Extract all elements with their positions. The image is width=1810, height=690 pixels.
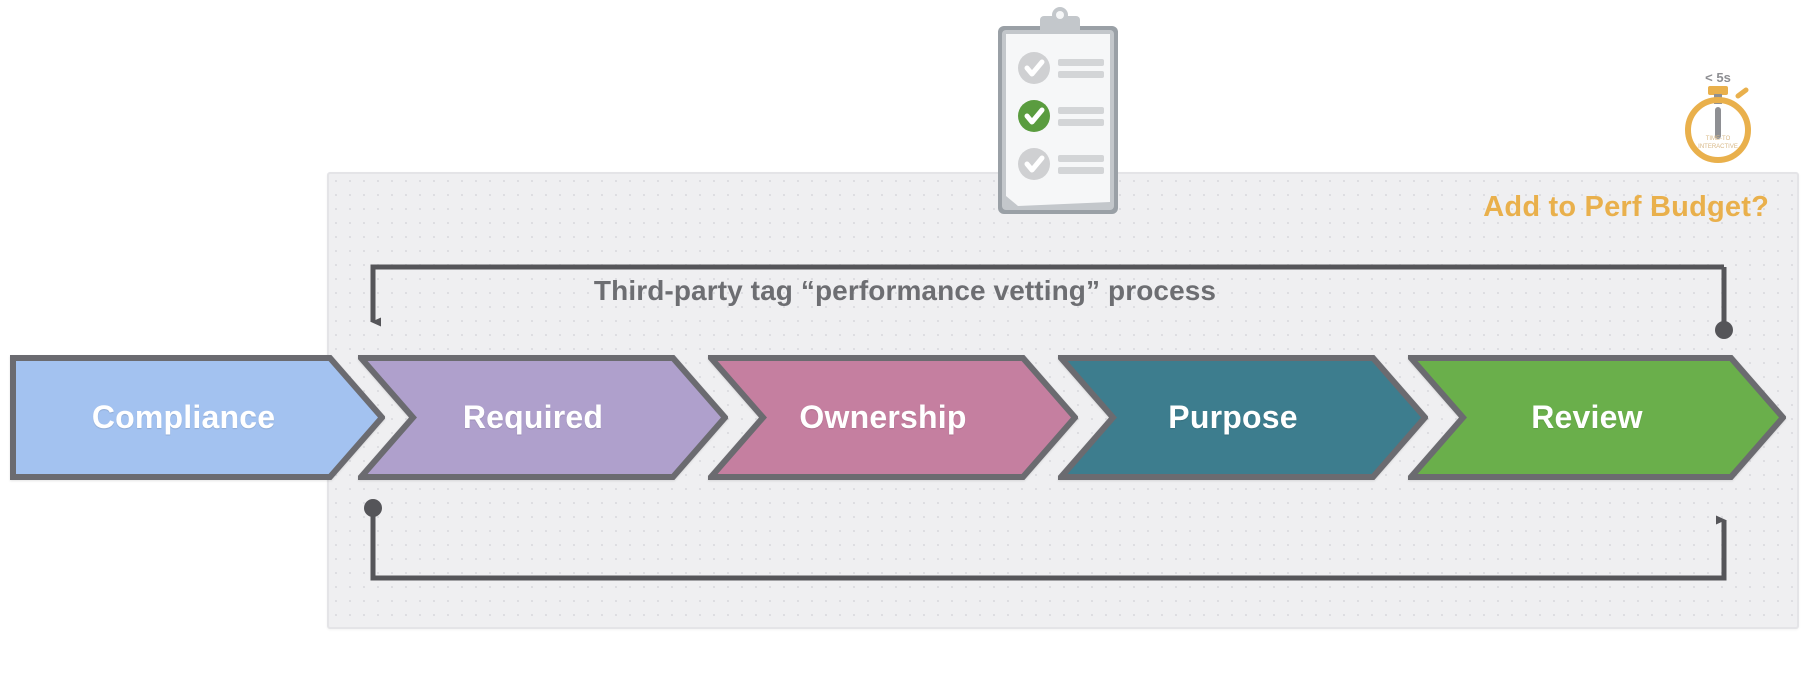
stopwatch-icon: < 5s TIME-TO INTERACTIVE: [1668, 68, 1768, 168]
chevron-shape: [708, 355, 1078, 480]
step-label: Required: [462, 399, 604, 435]
chevron-shape: [358, 355, 728, 480]
flow-title: Third-party tag “performance vetting” pr…: [593, 275, 1217, 306]
step-label: Ownership: [799, 399, 967, 435]
clipboard-checklist-icon: [988, 6, 1128, 221]
chevron-shape: [1408, 355, 1786, 480]
chevron-shape: [1058, 355, 1428, 480]
step-ownership[interactable]: Ownership: [708, 355, 1078, 480]
step-purpose[interactable]: Purpose: [1058, 355, 1428, 480]
stopwatch-inner-label-1: TIME-TO: [1706, 136, 1731, 142]
step-label: Purpose: [1168, 399, 1298, 435]
perf-budget-label: Add to Perf Budget?: [1483, 191, 1769, 223]
step-label: Review: [1531, 399, 1643, 435]
step-review[interactable]: Review: [1408, 355, 1786, 480]
step-required[interactable]: Required: [358, 355, 728, 480]
process-steps: Compliance Required Ownership Purpose Re: [0, 355, 1810, 480]
step-compliance[interactable]: Compliance: [10, 355, 385, 480]
stopwatch-top-label: < 5s: [1705, 70, 1731, 85]
chevron-shape: [10, 355, 385, 480]
stopwatch-inner-label-2: INTERACTIVE: [1698, 144, 1738, 150]
step-label: Compliance: [91, 399, 276, 435]
